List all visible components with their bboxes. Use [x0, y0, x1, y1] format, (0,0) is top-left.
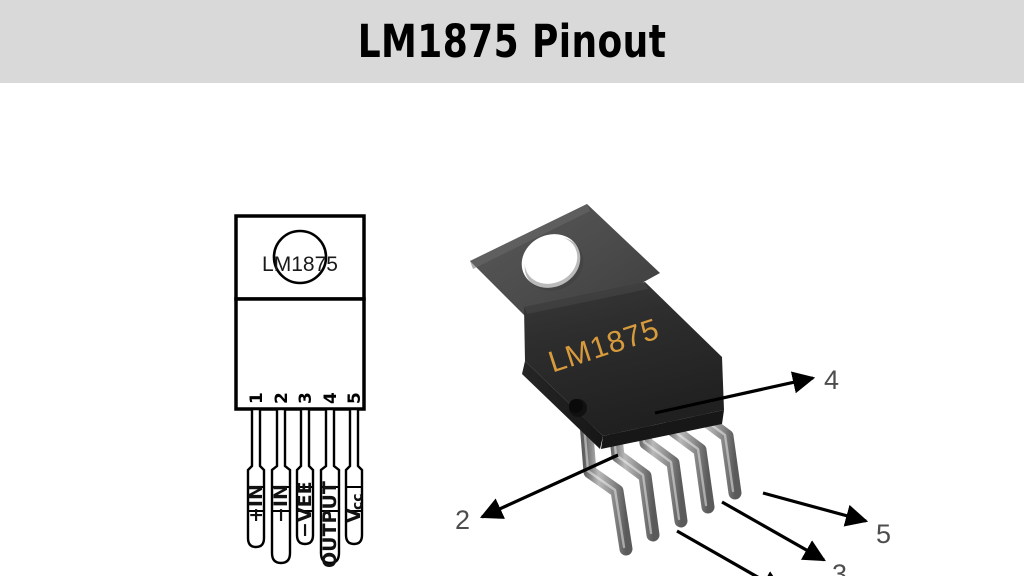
callout-number-2: 2	[455, 505, 470, 535]
callout-arrows	[479, 371, 869, 576]
callout-arrow-5	[762, 491, 869, 527]
schematic-pin-number: 5	[345, 392, 365, 404]
schematic-pin-number: 2	[272, 392, 292, 404]
callout-arrow-4	[654, 371, 816, 415]
schematic-pin-number: 3	[296, 392, 316, 404]
illustration-stage: LM1875	[0, 83, 1024, 576]
photo-render: LM1875 1 2 3 4 5	[455, 204, 891, 576]
callout-labels: 1 2 3 4 5	[455, 365, 891, 576]
callout-arrow-3	[721, 500, 826, 562]
schematic-pin-label: −IN	[270, 484, 292, 523]
schematic-pin-label: V	[343, 508, 365, 523]
schematic-pin-numbers: 1 2 3 4 5	[247, 392, 365, 404]
schematic-pin-label: −VEE	[294, 481, 316, 538]
callout-number-5: 5	[876, 519, 891, 549]
schematic-pin-label: +IN	[245, 484, 267, 523]
package-body	[522, 282, 724, 449]
schematic-diagram: LM1875	[234, 214, 366, 568]
schematic-part-label: LM1875	[262, 253, 338, 276]
callout-number-3: 3	[832, 559, 847, 576]
callout-arrow-1	[676, 529, 784, 576]
schematic-pin-label-subscript: cc	[350, 493, 366, 510]
mounting-hole-icon	[272, 229, 328, 285]
title-banner: LM1875 Pinout	[0, 0, 1024, 83]
callout-number-4: 4	[824, 365, 839, 395]
schematic-pin-label: OUTPUT	[319, 481, 341, 568]
page-title: LM1875 Pinout	[357, 15, 667, 68]
package-outline	[234, 214, 366, 411]
heatsink-tab	[470, 204, 660, 336]
schematic-pins	[246, 407, 364, 565]
schematic-pin-labels: +IN −IN −VEE OUTPUT V cc	[245, 481, 366, 568]
callout-arrow-2	[479, 453, 619, 519]
schematic-pin-number: 4	[321, 392, 341, 404]
schematic-pin-number: 1	[247, 392, 267, 404]
